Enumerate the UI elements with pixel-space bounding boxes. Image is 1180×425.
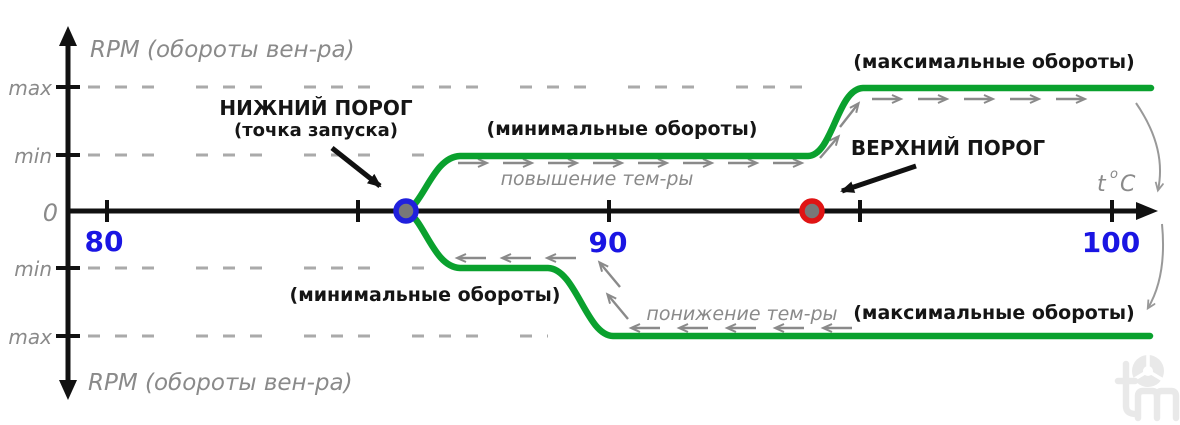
y-tick-label-zero: 0 bbox=[43, 199, 58, 227]
heating-direction-arrows bbox=[458, 94, 1088, 168]
y-axis-up-arrowhead bbox=[59, 26, 77, 46]
y-tick-label-min-bottom: min bbox=[14, 257, 52, 281]
y-tick-label-max-bottom: max bbox=[8, 325, 52, 349]
tm-watermark-logo bbox=[1114, 354, 1180, 422]
y-axis-label-bottom: RPM (обороты вен-ра) bbox=[88, 370, 353, 396]
cooling-direction-label: понижение тем-ры bbox=[646, 303, 837, 325]
max-rpm-label-cooling: (максимальные обороты) bbox=[853, 302, 1135, 324]
cooling-curve bbox=[403, 207, 1154, 340]
x-tick-label-100: 100 bbox=[1082, 226, 1140, 259]
lower-threshold-title: НИЖНИЙ ПОРОГ bbox=[219, 96, 413, 120]
lower-threshold-point bbox=[393, 198, 419, 224]
y-axis-ticks bbox=[56, 85, 80, 338]
y-axis-down-arrowhead bbox=[59, 380, 77, 400]
lower-threshold-subtitle: (точка запуска) bbox=[234, 120, 398, 141]
y-tick-label-max-top: max bbox=[8, 76, 52, 100]
y-axis-label-top: RPM (обороты вен-ра) bbox=[90, 37, 355, 63]
svg-text:o: o bbox=[1110, 167, 1118, 182]
svg-text:t: t bbox=[1097, 172, 1107, 197]
cooling-direction-arrows bbox=[454, 253, 852, 333]
max-rpm-label-heating: (максимальные обороты) bbox=[853, 51, 1135, 73]
wrap-transition-arrows bbox=[1135, 102, 1163, 308]
x-axis-unit-label: t o C bbox=[1097, 167, 1136, 197]
min-rpm-label-cooling: (минимальные обороты) bbox=[290, 284, 561, 306]
x-tick-label-90: 90 bbox=[589, 226, 628, 259]
heating-direction-label: повышение тем-ры bbox=[501, 168, 694, 190]
upper-threshold-arrow bbox=[840, 163, 917, 194]
upper-threshold-title: ВЕРХНИЙ ПОРОГ bbox=[851, 136, 1046, 160]
svg-text:C: C bbox=[1120, 172, 1136, 197]
x-tick-label-80: 80 bbox=[85, 225, 124, 258]
upper-threshold-point bbox=[799, 198, 825, 224]
y-tick-label-min-top: min bbox=[14, 144, 52, 168]
min-rpm-label-heating: (минимальные обороты) bbox=[487, 118, 758, 140]
lower-threshold-arrow bbox=[330, 146, 382, 188]
x-axis-right-arrowhead bbox=[1136, 202, 1158, 220]
x-axis-ticks bbox=[105, 200, 1114, 222]
grid-dashed-lines bbox=[88, 85, 830, 338]
heating-curve bbox=[403, 84, 1155, 215]
